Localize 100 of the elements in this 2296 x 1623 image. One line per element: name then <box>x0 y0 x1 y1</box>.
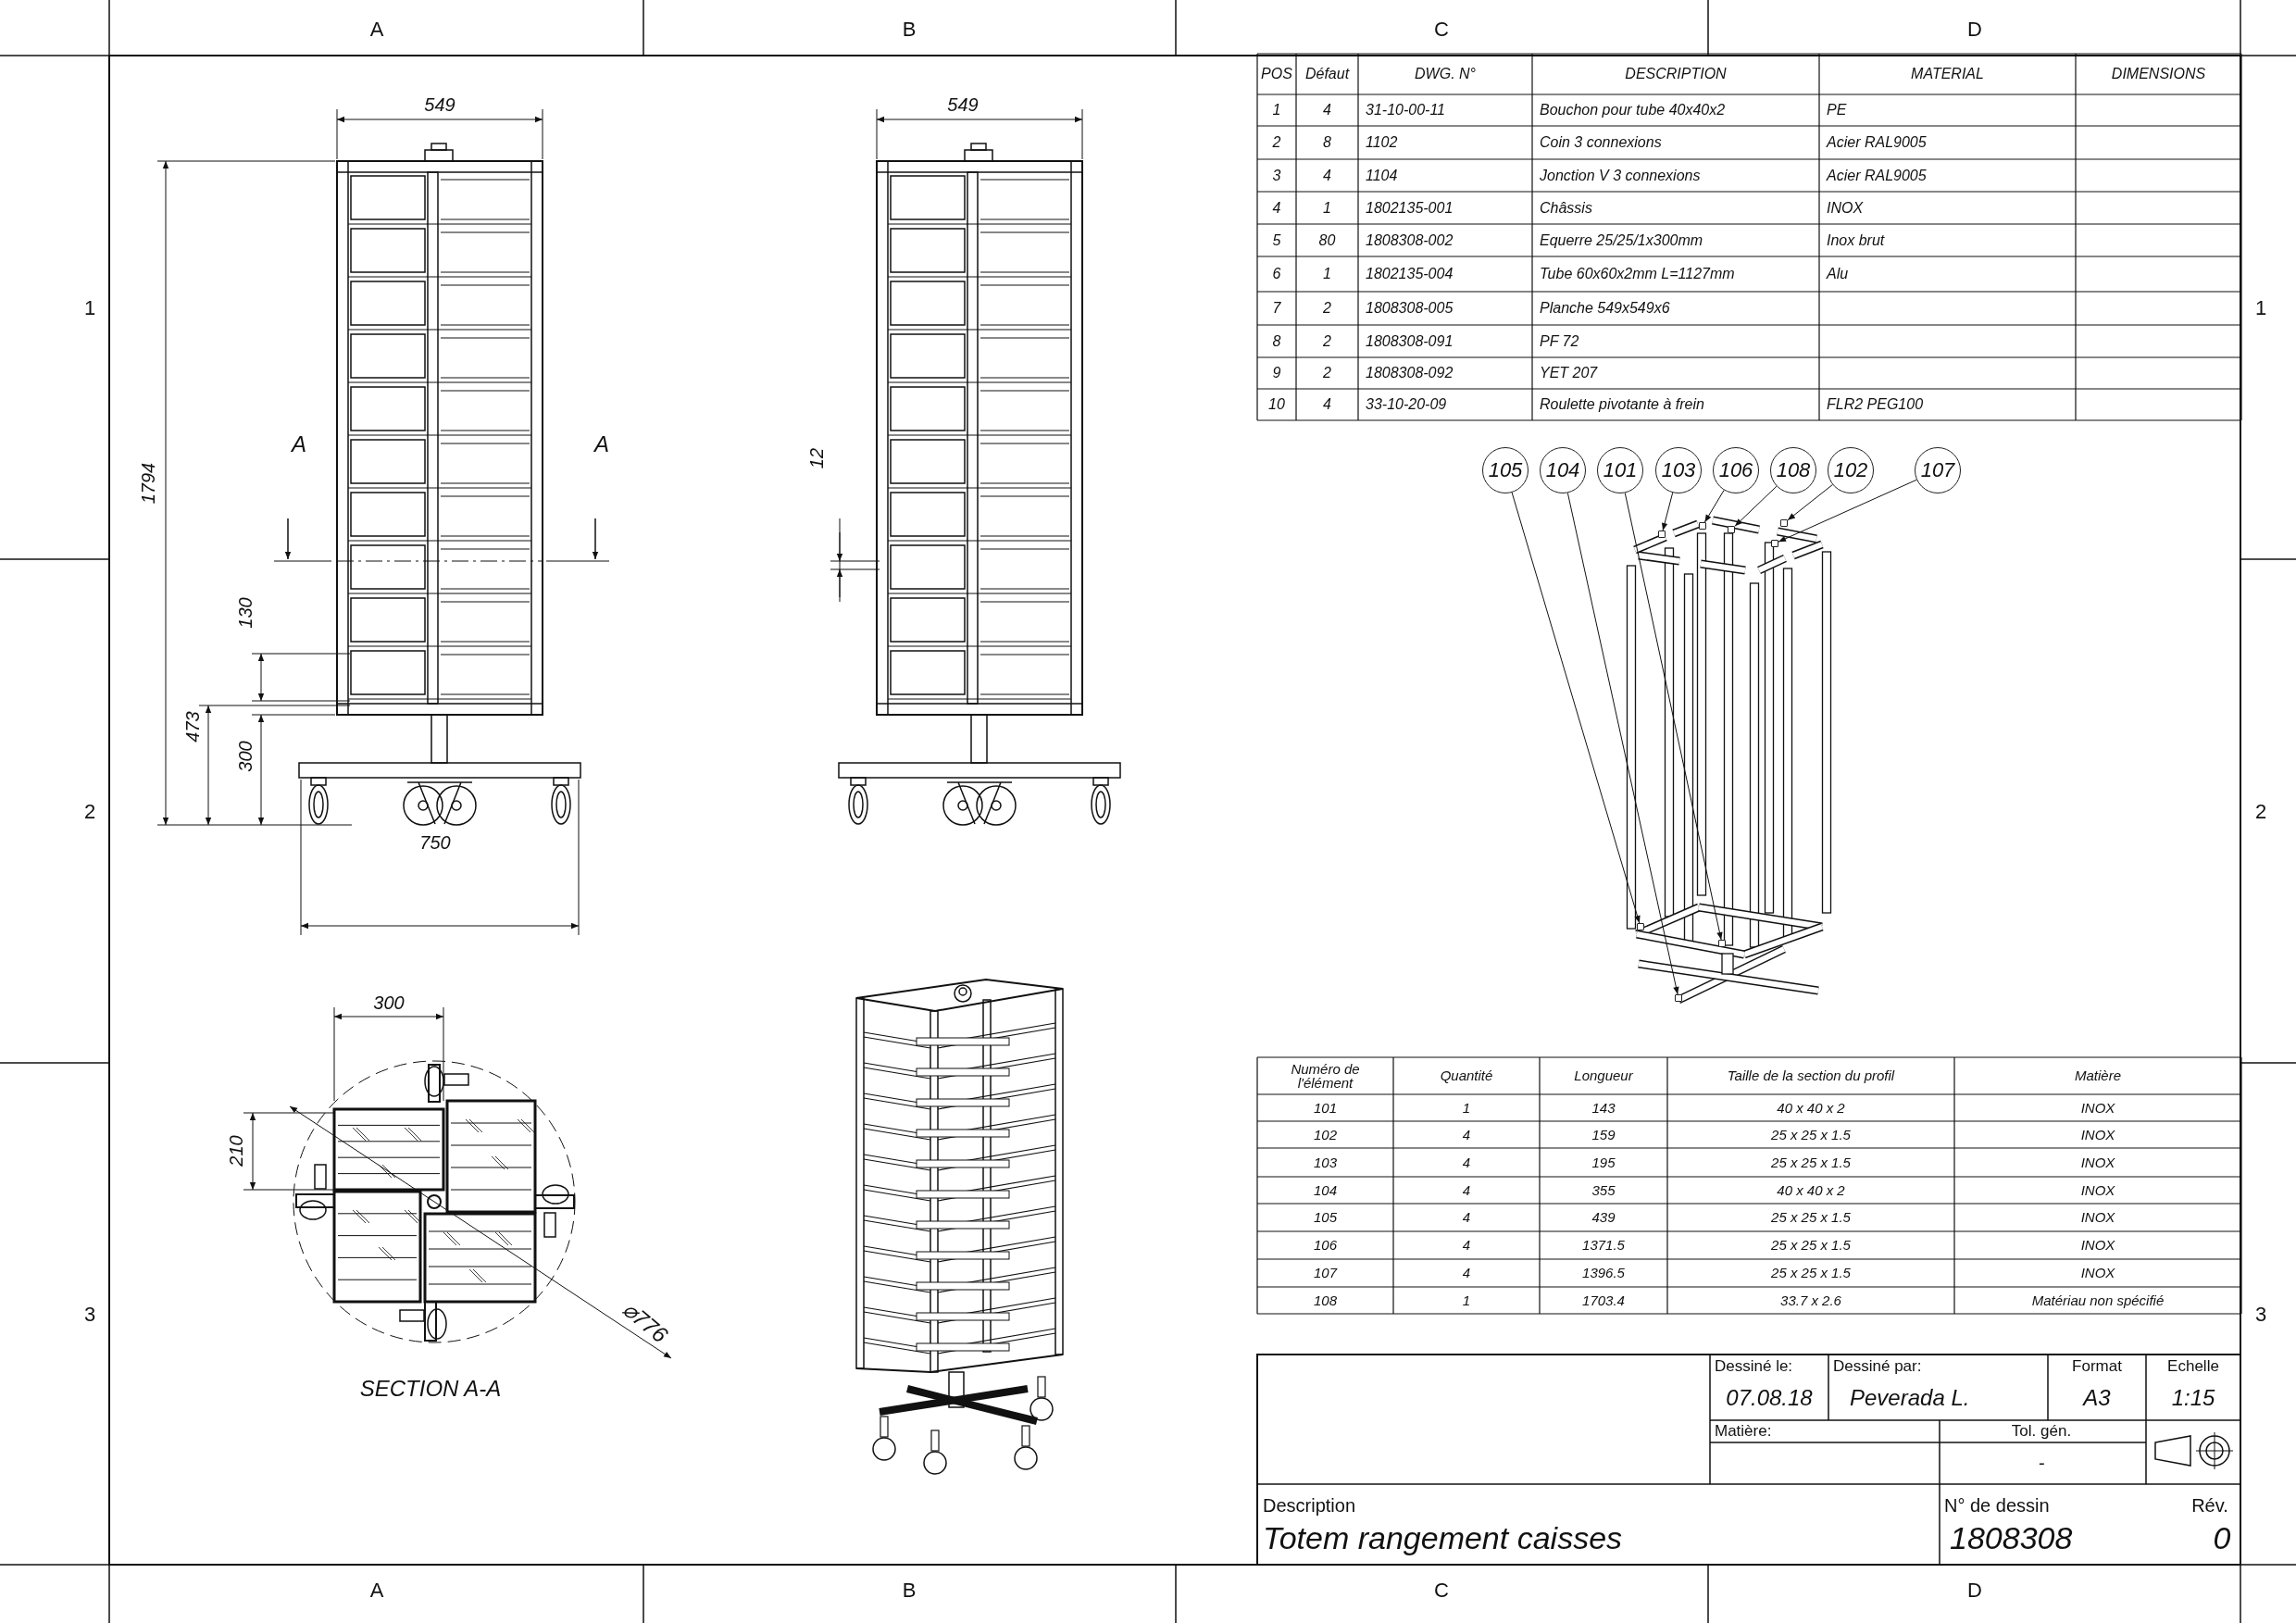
grid-reference: C <box>1434 18 1449 42</box>
view-caption: SECTION A-A <box>359 1376 502 1402</box>
drawing-title: Totem rangement caisses <box>1263 1520 1623 1557</box>
table-cell: YET 207 <box>1540 364 1598 382</box>
leader-line <box>1624 492 1723 941</box>
column-header: Longueur <box>1574 1067 1633 1084</box>
grid-reference: D <box>1967 18 1982 42</box>
table-cell: 1371.5 <box>1582 1237 1625 1254</box>
table-cell: Planche 549x549x6 <box>1540 299 1670 318</box>
leader-line <box>1511 492 1641 924</box>
dimension-value: 549 <box>424 94 455 116</box>
grid-reference: 1 <box>83 296 96 320</box>
table-cell: Matériau non spécifié <box>2031 1292 2165 1309</box>
column-header: DWG. N° <box>1415 65 1476 83</box>
table-cell: FLR2 PEG100 <box>1827 395 1924 414</box>
table-cell: 4 <box>1462 1126 1471 1143</box>
table-cell: 25 x 25 x 1.5 <box>1771 1154 1851 1171</box>
callout-balloon: 103 <box>1655 447 1702 493</box>
callout-balloon: 102 <box>1828 447 1874 493</box>
table-cell: 1 <box>1462 1099 1471 1117</box>
table-cell: 102 <box>1314 1126 1337 1143</box>
table-cell: Coin 3 connexions <box>1540 133 1662 152</box>
table-cell: INOX <box>2080 1209 2115 1226</box>
table-cell: INOX <box>2080 1099 2115 1117</box>
field-value: Peverada L. <box>1850 1385 1970 1411</box>
table-cell: 40 x 40 x 2 <box>1777 1099 1845 1117</box>
table-cell: 7 <box>1272 299 1281 318</box>
leader-line <box>1787 484 1833 521</box>
table-cell: 4 <box>1462 1237 1471 1254</box>
field-label: Description <box>1263 1494 1356 1517</box>
table-cell: 159 <box>1591 1126 1616 1143</box>
table-cell: 6 <box>1272 265 1281 283</box>
table-cell: 1 <box>1462 1292 1471 1309</box>
table-cell: 4 <box>1323 101 1331 119</box>
table-cell: Inox brut <box>1827 231 1885 249</box>
table-cell: 1 <box>1272 101 1281 119</box>
section-marker: A <box>594 431 609 457</box>
field-label: Rév. <box>2191 1494 2228 1517</box>
table-cell: 4 <box>1323 395 1331 414</box>
dimension-value: 210 <box>225 1135 247 1167</box>
table-cell: 8 <box>1272 332 1281 350</box>
grid-reference: 2 <box>2254 800 2267 824</box>
tube-part <box>1718 940 1726 947</box>
table-cell: PF 72 <box>1540 332 1579 350</box>
table-cell: 4 <box>1462 1181 1471 1199</box>
table-cell: 4 <box>1462 1265 1471 1281</box>
tube-part <box>1728 526 1735 533</box>
table-cell: 1808308-005 <box>1366 299 1454 318</box>
table-cell: 1703.4 <box>1582 1292 1625 1309</box>
column-header: Défaut <box>1304 65 1350 83</box>
table-cell: 1808308-092 <box>1366 364 1454 382</box>
table-cell: 8 <box>1323 133 1331 152</box>
tube-part <box>1771 540 1778 547</box>
table-cell: 5 <box>1272 231 1281 249</box>
field-label: Echelle <box>2167 1357 2219 1376</box>
callout-balloon: 105 <box>1482 447 1529 493</box>
dimension-value: 12 <box>805 447 828 469</box>
table-cell: 1 <box>1323 199 1331 217</box>
table-cell: 40 x 40 x 2 <box>1777 1181 1845 1199</box>
leader-line <box>1703 489 1725 523</box>
grid-reference: B <box>902 1579 917 1603</box>
table-cell: 1808308-002 <box>1366 231 1454 249</box>
dimension-value: 300 <box>373 992 405 1014</box>
revision-number: 0 <box>2213 1520 2231 1557</box>
leader-line <box>1566 492 1679 995</box>
table-cell: 101 <box>1314 1099 1337 1117</box>
table-cell: 1802135-001 <box>1366 199 1454 217</box>
column-header: POS <box>1261 65 1292 83</box>
table-cell: 1 <box>1323 265 1331 283</box>
callout-balloon: 104 <box>1540 447 1586 493</box>
field-value: 1:15 <box>2171 1385 2215 1411</box>
table-cell: 9 <box>1272 364 1281 382</box>
table-cell: 4 <box>1272 199 1281 217</box>
table-cell: 1808308-091 <box>1366 332 1454 350</box>
table-cell: PE <box>1827 101 1847 119</box>
leader-line <box>1734 485 1778 527</box>
table-cell: INOX <box>2080 1126 2115 1143</box>
dimension-value: 130 <box>234 597 256 629</box>
table-cell: Alu <box>1827 265 1849 283</box>
table-cell: 2 <box>1323 332 1331 350</box>
table-cell: Acier RAL9005 <box>1827 133 1927 152</box>
table-cell: 4 <box>1462 1154 1471 1171</box>
table-cell: 1104 <box>1366 167 1398 184</box>
grid-reference: 3 <box>2254 1303 2267 1327</box>
table-cell: 108 <box>1314 1292 1337 1309</box>
table-cell: 2 <box>1323 364 1331 382</box>
field-value: 07.08.18 <box>1726 1385 1813 1411</box>
column-header: DIMENSIONS <box>2111 65 2206 83</box>
column-header: Numéro de l'élément <box>1290 1062 1361 1090</box>
tube-part <box>1658 531 1666 538</box>
table-cell: 25 x 25 x 1.5 <box>1771 1126 1851 1143</box>
grid-reference: B <box>902 18 917 42</box>
table-cell: 4 <box>1462 1209 1471 1226</box>
table-cell: 3 <box>1272 167 1281 184</box>
callout-balloon: 107 <box>1915 447 1961 493</box>
table-cell: 1102 <box>1366 133 1398 152</box>
section-marker: A <box>292 431 306 457</box>
callout-balloon: 106 <box>1713 447 1759 493</box>
table-cell: Jonction V 3 connexions <box>1540 167 1701 184</box>
table-cell: 4 <box>1323 167 1331 184</box>
